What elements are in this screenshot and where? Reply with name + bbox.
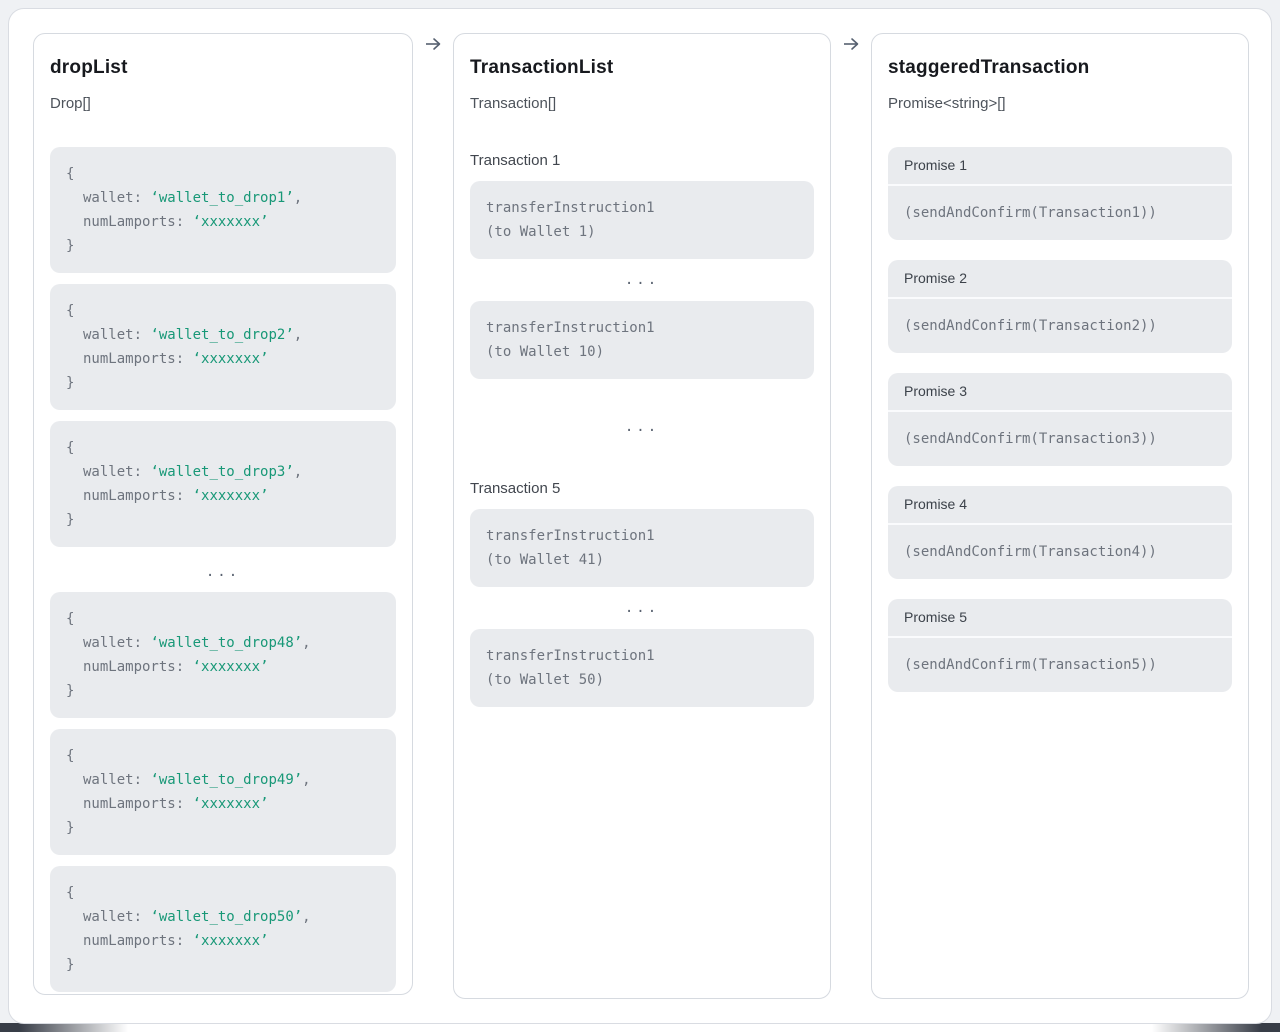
promise-card: Promise 3 (sendAndConfirm(Transaction3)) — [888, 373, 1232, 466]
drop-item-block: { wallet: ‘wallet_to_drop50’, numLamport… — [50, 866, 396, 992]
string-literal: ‘wallet_to_drop2’ — [150, 327, 294, 343]
code-key: wallet: — [83, 909, 143, 925]
bottom-edge-shade — [0, 1023, 1280, 1032]
instruction-block: transferInstruction1 (to Wallet 10) — [470, 301, 814, 379]
promise-card: Promise 5 (sendAndConfirm(Transaction5)) — [888, 599, 1232, 692]
code-key: wallet: — [83, 190, 143, 206]
drop-item-block: { wallet: ‘wallet_to_drop49’, numLamport… — [50, 729, 396, 855]
staggered-type: Promise<string>[] — [888, 95, 1006, 112]
instruction-block: transferInstruction1 (to Wallet 50) — [470, 629, 814, 707]
code-key: numLamports: — [83, 214, 185, 230]
drop-item-block: { wallet: ‘wallet_to_drop48’, numLamport… — [50, 592, 396, 718]
instruction-block: transferInstruction1 (to Wallet 41) — [470, 509, 814, 587]
panel-staggered-transaction: staggeredTransaction Promise<string>[] P… — [871, 33, 1249, 999]
string-literal: ‘wallet_to_drop48’ — [150, 635, 303, 651]
promise-card: Promise 2 (sendAndConfirm(Transaction2)) — [888, 260, 1232, 353]
staggered-title: staggeredTransaction — [888, 57, 1090, 78]
promise-label: Promise 1 — [888, 147, 1232, 186]
promise-code: (sendAndConfirm(Transaction3)) — [904, 431, 1157, 447]
panel-drop-list: dropList Drop[] { wallet: ‘wallet_to_dro… — [33, 33, 413, 995]
flow-arrow-icon — [426, 38, 441, 50]
promise-code: (sendAndConfirm(Transaction2)) — [904, 318, 1157, 334]
transaction-list-title: TransactionList — [470, 57, 614, 78]
drop-list-title: dropList — [50, 57, 128, 78]
drop-item-block: { wallet: ‘wallet_to_drop2’, numLamports… — [50, 284, 396, 410]
string-literal: ‘xxxxxxx’ — [192, 488, 269, 504]
string-literal: ‘xxxxxxx’ — [192, 796, 269, 812]
string-literal: ‘wallet_to_drop50’ — [150, 909, 303, 925]
promise-label: Promise 2 — [888, 260, 1232, 299]
string-literal: ‘wallet_to_drop1’ — [150, 190, 294, 206]
drop-list-type: Drop[] — [50, 95, 91, 112]
flow-arrow-icon — [844, 38, 859, 50]
promise-code: (sendAndConfirm(Transaction4)) — [904, 544, 1157, 560]
promise-label: Promise 4 — [888, 486, 1232, 525]
transaction-list-type: Transaction[] — [470, 95, 557, 112]
string-literal: ‘wallet_to_drop49’ — [150, 772, 303, 788]
panel-transaction-list: TransactionList Transaction[] Transactio… — [453, 33, 831, 999]
string-literal: ‘xxxxxxx’ — [192, 933, 269, 949]
promise-label: Promise 5 — [888, 599, 1232, 638]
code-key: wallet: — [83, 327, 143, 343]
instruction-block: transferInstruction1 (to Wallet 1) — [470, 181, 814, 259]
promise-label: Promise 3 — [888, 373, 1232, 412]
code-key: wallet: — [83, 464, 143, 480]
code-key: wallet: — [83, 772, 143, 788]
string-literal: ‘xxxxxxx’ — [192, 351, 269, 367]
code-key: numLamports: — [83, 659, 185, 675]
code-key: wallet: — [83, 635, 143, 651]
transaction-heading: Transaction 5 — [470, 480, 561, 497]
code-key: numLamports: — [83, 933, 185, 949]
ellipsis: ... — [624, 600, 660, 616]
code-key: numLamports: — [83, 351, 185, 367]
code-key: numLamports: — [83, 488, 185, 504]
drop-item-block: { wallet: ‘wallet_to_drop1’, numLamports… — [50, 147, 396, 273]
ellipsis: ... — [624, 419, 660, 435]
string-literal: ‘xxxxxxx’ — [192, 659, 269, 675]
ellipsis: ... — [205, 564, 241, 580]
ellipsis: ... — [624, 272, 660, 288]
promise-code: (sendAndConfirm(Transaction1)) — [904, 205, 1157, 221]
transaction-heading: Transaction 1 — [470, 152, 561, 169]
drop-item-block: { wallet: ‘wallet_to_drop3’, numLamports… — [50, 421, 396, 547]
promise-card: Promise 4 (sendAndConfirm(Transaction4)) — [888, 486, 1232, 579]
string-literal: ‘xxxxxxx’ — [192, 214, 269, 230]
promise-card: Promise 1 (sendAndConfirm(Transaction1)) — [888, 147, 1232, 240]
code-key: numLamports: — [83, 796, 185, 812]
promise-code: (sendAndConfirm(Transaction5)) — [904, 657, 1157, 673]
diagram-card: dropList Drop[] { wallet: ‘wallet_to_dro… — [8, 8, 1272, 1024]
string-literal: ‘wallet_to_drop3’ — [150, 464, 294, 480]
